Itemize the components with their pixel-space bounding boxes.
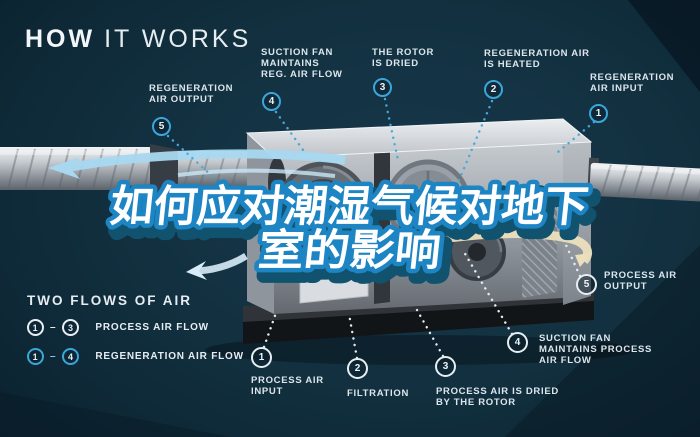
callout-label-suction-fan-process: SUCTION FAN MAINTAINS PROCESS AIR FLOW bbox=[539, 333, 653, 366]
title-emphasis: HOW bbox=[25, 25, 96, 53]
headline-line2-shadow: 室的影响 bbox=[261, 234, 448, 284]
callout-label-process-air-input: PROCESS AIR INPUT bbox=[251, 375, 324, 397]
leader-lines bbox=[166, 97, 596, 360]
legend-row-process: 1 – 3 PROCESS AIR FLOW bbox=[27, 319, 244, 336]
process-fan bbox=[276, 161, 370, 255]
legend-heading: TWO FLOWS OF AIR bbox=[27, 293, 192, 308]
filter-mesh bbox=[522, 192, 557, 298]
regeneration-output-arrow bbox=[65, 149, 346, 173]
callout-label-regeneration-air-input: REGENERATION AIR INPUT bbox=[590, 72, 675, 94]
control-cabinet bbox=[299, 251, 369, 304]
callout-label-suction-fan-reg: SUCTION FAN MAINTAINS REG. AIR FLOW bbox=[261, 47, 343, 80]
callout-label-process-air-output: PROCESS AIR OUTPUT bbox=[604, 270, 677, 292]
headline-line1: 如何应对潮湿气候对地下 bbox=[108, 182, 591, 232]
legend-label: REGENERATION AIR FLOW bbox=[95, 351, 244, 362]
marker-process-3: 3 bbox=[435, 356, 456, 377]
callout-label-process-air-dried: PROCESS AIR IS DRIED BY THE ROTOR bbox=[436, 386, 559, 408]
desiccant-rotor bbox=[385, 159, 471, 245]
legend-range-dash: – bbox=[50, 351, 57, 362]
legend-two-flows: TWO FLOWS OF AIR 1 – 3 PROCESS AIR FLOW … bbox=[27, 293, 244, 377]
legend-circle-from: 1 bbox=[27, 348, 44, 365]
callout-label-rotor-is-dried: THE ROTOR IS DRIED bbox=[372, 47, 435, 69]
machine-base-front bbox=[243, 301, 594, 344]
marker-regeneration-3: 3 bbox=[373, 78, 392, 97]
marker-regeneration-4: 4 bbox=[262, 92, 281, 111]
marker-process-2: 2 bbox=[347, 358, 368, 379]
legend-range-dash: – bbox=[50, 322, 57, 333]
marker-regeneration-2: 2 bbox=[484, 80, 503, 99]
marker-regeneration-5: 5 bbox=[152, 117, 171, 136]
legend-label: PROCESS AIR FLOW bbox=[95, 322, 209, 333]
airflow-ribbons bbox=[48, 149, 592, 280]
legend-circle-to: 4 bbox=[62, 348, 80, 365]
divider-wall bbox=[374, 148, 390, 304]
marker-process-5: 5 bbox=[576, 274, 597, 295]
page-title: HOW IT WORKS bbox=[25, 25, 251, 54]
title-rest: IT WORKS bbox=[104, 25, 252, 53]
marker-regeneration-1: 1 bbox=[589, 104, 608, 123]
process-output-arrow bbox=[447, 229, 592, 264]
callout-label-regeneration-air-heated: REGENERATION AIR IS HEATED bbox=[484, 48, 590, 70]
right-duct bbox=[586, 157, 700, 203]
legend-circle-to: 3 bbox=[62, 319, 80, 336]
marker-process-4: 4 bbox=[507, 332, 528, 353]
callout-label-regeneration-air-output: REGENERATION AIR OUTPUT bbox=[149, 83, 234, 105]
headline-line1-shadow: 如何应对潮湿气候对地下 bbox=[113, 190, 596, 240]
legend-row-regeneration: 1 – 4 REGENERATION AIR FLOW bbox=[27, 348, 244, 365]
callout-label-filtration: FILTRATION bbox=[347, 388, 410, 399]
headline-line2: 室的影响 bbox=[256, 226, 443, 276]
legend-circle-from: 1 bbox=[27, 319, 44, 336]
marker-process-1: 1 bbox=[251, 347, 272, 368]
regeneration-heater bbox=[452, 198, 526, 216]
chinese-headline: 如何应对潮湿气候对地下 室的影响 如何应对潮湿气候对地下 室的影响 bbox=[103, 178, 603, 291]
